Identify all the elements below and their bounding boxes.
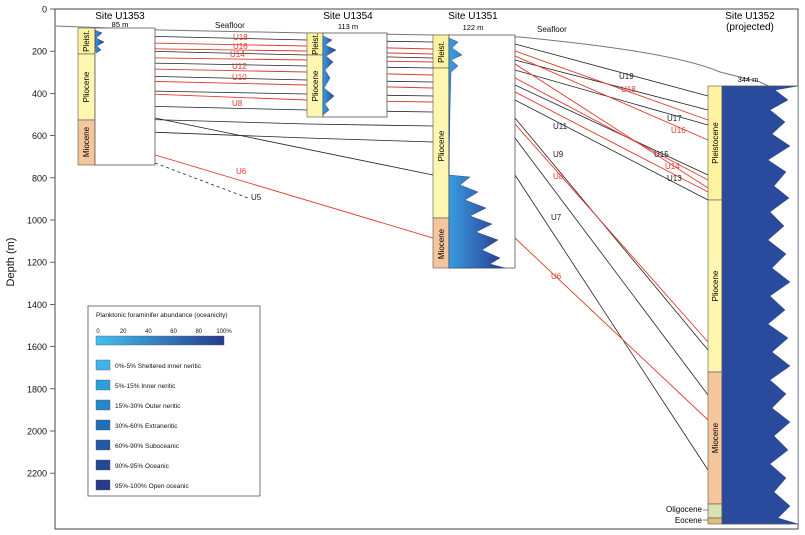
site-u1354-title: Site U1354 xyxy=(323,11,373,22)
site-u1353-water-depth: 85 m xyxy=(112,20,129,29)
seafloor-label-right: Seafloor xyxy=(537,25,567,34)
site-headers: Site U1353 85 m Site U1354 113 m Site U1… xyxy=(95,11,775,84)
horizon-label-u14-right: U14 xyxy=(665,162,680,171)
legend-item-label: 90%-95% Oceanic xyxy=(115,463,170,470)
u1354-pleist-label: Pleist. xyxy=(311,33,320,55)
legend-swatch xyxy=(95,379,111,391)
horizon-label-u17: U17 xyxy=(667,114,682,123)
site-u1352-water-depth: 344 m xyxy=(738,75,759,84)
u1351-pleist-label: Pleist. xyxy=(437,41,446,63)
eocene-label: Eocene xyxy=(675,516,703,525)
legend-color-ramp xyxy=(95,335,225,346)
y-tick-label: 2000 xyxy=(27,427,47,437)
legend-item-label: 95%-100% Open oceanic xyxy=(115,483,189,490)
y-tick-label: 1000 xyxy=(27,216,47,226)
legend-item-label: 30%-60% Extraneritic xyxy=(115,423,178,430)
legend-item-label: 5%-15% Inner neritic xyxy=(115,383,176,390)
y-tick-label: 200 xyxy=(32,47,47,57)
red-horizon-labels: U18 U16 U14 U12 U10 U8 U6 xyxy=(230,33,248,176)
horizon-label-u6: U6 xyxy=(236,167,247,176)
horizon-label-u7: U7 xyxy=(551,213,562,222)
horizon-label-u16-right: U16 xyxy=(671,126,686,135)
y-axis: 0 200 400 600 800 1000 1200 1400 1600 1800 2000 220… xyxy=(5,5,56,529)
oligocene-label: Oligocene xyxy=(666,505,703,514)
site-u1352-title: Site U1352 xyxy=(725,11,775,22)
y-tick-label: 400 xyxy=(32,89,47,99)
seafloor-label-left: Seafloor xyxy=(215,21,245,30)
legend-scale-label: 100% xyxy=(216,329,232,335)
legend-item-label: 0%-5% Sheltered inner neritic xyxy=(115,363,202,370)
site-u1351-title: Site U1351 xyxy=(448,11,498,22)
horizon-label-u16: U16 xyxy=(233,42,248,51)
site-u1351-water-depth: 122 m xyxy=(463,23,484,32)
horizon-label-u9: U9 xyxy=(553,150,564,159)
y-tick-label: 1400 xyxy=(27,300,47,310)
legend-swatch xyxy=(95,479,111,491)
site-u1354-water-depth: 113 m xyxy=(338,22,358,31)
u1352-miocene-label: Miocene xyxy=(711,422,720,453)
horizon-label-u6-right: U6 xyxy=(551,272,562,281)
legend-item-label: 15%-30% Outer neritic xyxy=(115,403,181,410)
y-axis-label: Depth (m) xyxy=(5,238,17,287)
u1354-pliocene-label: Pliocene xyxy=(311,70,320,101)
horizon-label-u14: U14 xyxy=(230,50,245,59)
u1352-pleistocene-label: Pleistocene xyxy=(711,122,720,164)
legend-swatch xyxy=(95,439,111,451)
site-u1351-column: Pleist. Pliocene Miocene xyxy=(432,34,516,269)
legend-swatch xyxy=(95,399,111,411)
y-tick-label: 1600 xyxy=(27,342,47,352)
legend-scale-label: 0 xyxy=(96,329,100,335)
legend-swatch xyxy=(95,419,111,431)
legend-items: 0%-5% Sheltered inner neritic 5%-15% Inne… xyxy=(95,359,202,491)
horizon-label-u13: U13 xyxy=(667,174,682,183)
horizon-label-u11: U11 xyxy=(553,122,568,131)
site-u1352-column: Pleistocene Pliocene Miocene Oligocene E… xyxy=(666,85,799,525)
site-u1353-column: Pleist. Pliocene Miocene xyxy=(77,27,156,166)
horizon-label-u10: U10 xyxy=(232,73,247,82)
site-u1353-title: Site U1353 xyxy=(95,11,145,22)
horizon-label-u12: U12 xyxy=(232,62,247,71)
site-u1354-column: Pleist. Pliocene xyxy=(306,32,388,118)
legend-scale-label: 60 xyxy=(170,329,177,335)
y-tick-label: 0 xyxy=(42,5,47,15)
y-tick-label: 600 xyxy=(32,131,47,141)
legend-swatch xyxy=(95,359,111,371)
y-tick-label: 2200 xyxy=(27,469,47,479)
horizon-label-u19: U19 xyxy=(619,72,634,81)
horizon-label-u8-right: U8 xyxy=(553,172,564,181)
legend-swatch xyxy=(95,459,111,471)
legend-scale-label: 40 xyxy=(145,329,152,335)
u1353-pleist-label: Pleist. xyxy=(82,30,91,52)
u1352-pliocene-label: Pliocene xyxy=(711,270,720,301)
legend: Planktonic foraminifer abundance (oceani… xyxy=(87,305,261,497)
u1353-pliocene-label: Pliocene xyxy=(82,71,91,102)
horizon-label-u18-right: U18 xyxy=(621,85,636,94)
right-horizon-labels: U19 U18 U17 U16 U15 U14 U13 U11 U9 U8 U7… xyxy=(551,72,686,281)
y-tick-label: 1200 xyxy=(27,258,47,268)
y-tick-label: 1800 xyxy=(27,384,47,394)
site-u1352-subtitle: (projected) xyxy=(726,22,774,33)
legend-title: Planktonic foraminifer abundance (oceani… xyxy=(96,312,228,319)
legend-scale-label: 80 xyxy=(195,329,202,335)
u1351-miocene-label: Miocene xyxy=(437,228,446,259)
u1353-miocene-label: Miocene xyxy=(82,126,91,157)
horizon-label-u18: U18 xyxy=(233,33,248,42)
legend-scale: 0 20 40 60 80 100% xyxy=(96,329,232,335)
horizon-label-u5: U5 xyxy=(251,193,262,202)
legend-scale-label: 20 xyxy=(120,329,127,335)
u1351-pliocene-label: Pliocene xyxy=(437,130,446,161)
seafloor-line xyxy=(54,25,799,101)
horizon-label-u8: U8 xyxy=(232,99,243,108)
y-tick-label: 800 xyxy=(32,173,47,183)
legend-item-label: 60%-90% Suboceanic xyxy=(115,443,180,450)
horizon-label-u15: U15 xyxy=(654,150,669,159)
